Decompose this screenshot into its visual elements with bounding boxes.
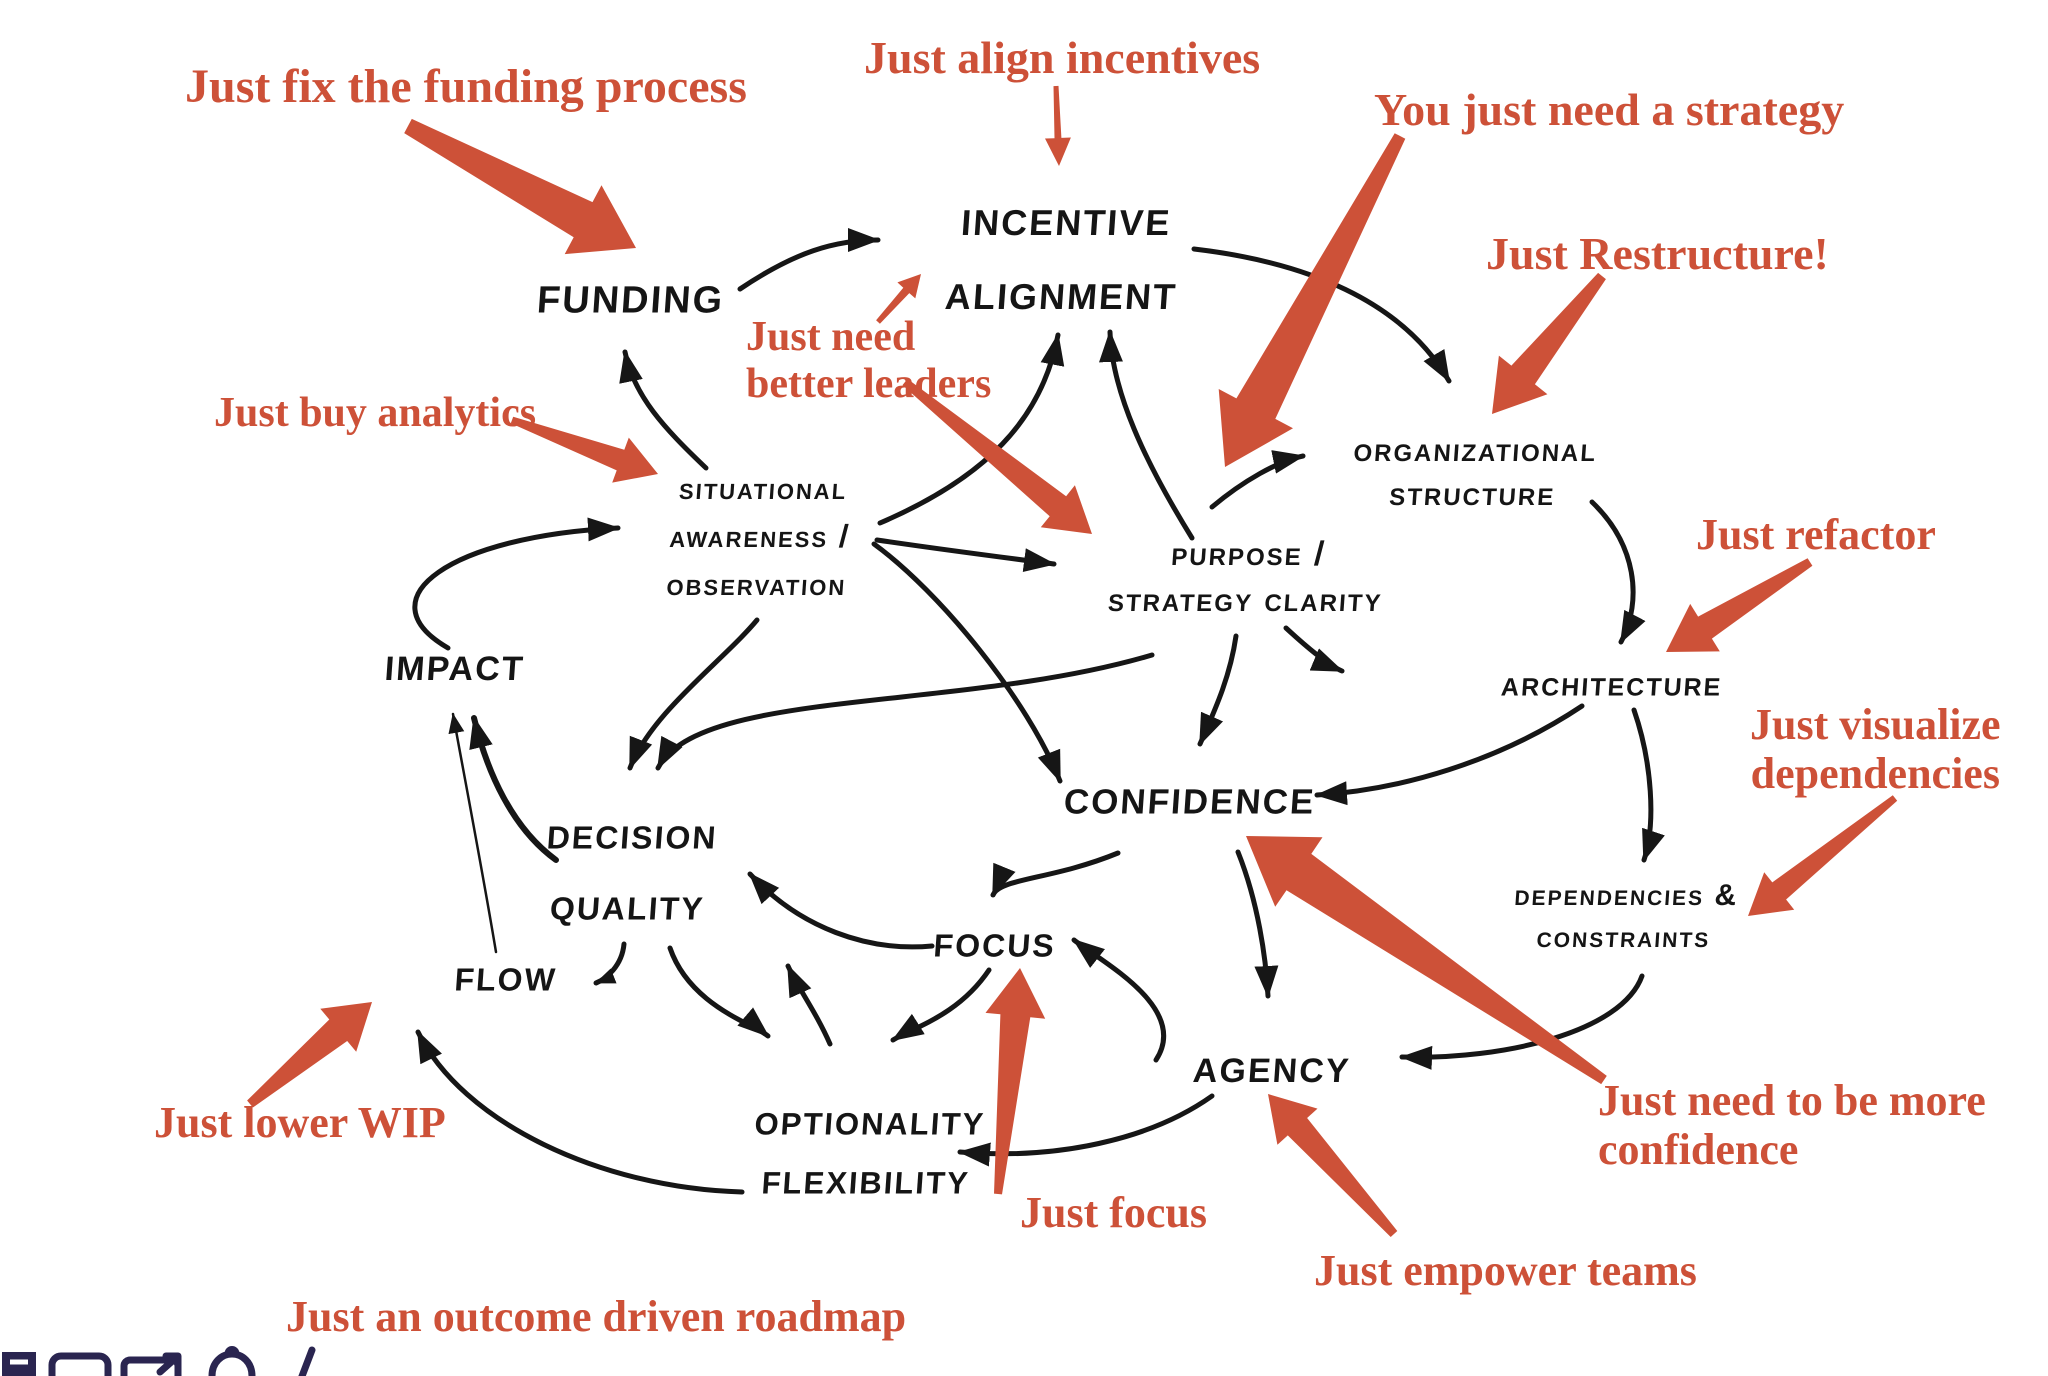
annotation-refactor: Just refactor: [1696, 510, 1936, 559]
node-funding: Funding: [535, 264, 727, 325]
annotation-visualize-deps: Just visualize dependencies: [1750, 700, 2001, 799]
red-annotation-arrows: [247, 85, 1898, 1237]
black-edges: [412, 228, 1665, 1195]
node-impact: Impact: [383, 637, 527, 691]
annotation-fix-funding: Just fix the funding process: [185, 60, 747, 113]
annotation-restructure: Just Restructure!: [1486, 228, 1829, 279]
fix-funding-arrow: [404, 118, 636, 255]
screen-share-icon: [120, 1352, 182, 1376]
annotation-lower-wip: Just lower WIP: [154, 1098, 446, 1147]
restructure-arrow: [1492, 272, 1606, 414]
node-situational: Situational Awareness / Observation: [665, 470, 852, 602]
buy-analytics-arrow: [510, 416, 658, 483]
strategy-arrow: [1218, 133, 1406, 467]
node-agency: Agency: [1191, 1039, 1353, 1093]
refactor-arrow: [1666, 558, 1813, 652]
empower-teams-arrow: [1268, 1094, 1398, 1237]
pencil-icon: [298, 1346, 316, 1376]
node-optionality: Optionality Flexibility: [753, 1095, 987, 1204]
annotation-strategy: You just need a strategy: [1374, 84, 1845, 135]
annotation-better-leaders: Just need better leaders: [746, 314, 992, 408]
node-confidence: Confidence: [1062, 768, 1318, 825]
need-confidence-arrow: [1246, 836, 1607, 1085]
node-flow: Flow: [453, 948, 559, 1001]
better-leaders-big-arrow: [902, 378, 1092, 534]
lower-wip-arrow: [247, 1002, 372, 1108]
node-focus: Focus: [932, 914, 1058, 967]
visualize-deps-arrow: [1748, 795, 1898, 916]
better-leaders-small-arrow: [876, 274, 921, 324]
node-incentive: Incentive Alignment: [943, 189, 1180, 321]
annotation-outcome-roadmap: Just an outcome driven roadmap: [286, 1292, 907, 1341]
bell-icon: [208, 1346, 256, 1376]
node-dependencies: Dependencies & Constraints: [1513, 879, 1740, 954]
node-org-structure: Organizational Structure: [1352, 430, 1599, 513]
annotation-align-incentives: Just align incentives: [864, 32, 1261, 83]
window-icon: [2, 1352, 36, 1376]
annotation-just-focus: Just focus: [1020, 1188, 1208, 1237]
annotation-buy-analytics: Just buy analytics: [214, 390, 537, 436]
node-architecture: Architecture: [1499, 662, 1725, 704]
bottom-toolbar-icons: [2, 1346, 316, 1376]
node-decision: Decision Quality: [545, 806, 720, 930]
align-incentives-arrow: [1045, 85, 1071, 166]
browser-icon: [48, 1352, 112, 1376]
annotation-need-confidence: Just need to be more confidence: [1598, 1076, 1986, 1175]
just-focus-arrow: [985, 968, 1046, 1195]
node-purpose: Purpose / Strategy Clarity: [1106, 535, 1384, 619]
annotation-empower-teams: Just empower teams: [1314, 1246, 1697, 1295]
